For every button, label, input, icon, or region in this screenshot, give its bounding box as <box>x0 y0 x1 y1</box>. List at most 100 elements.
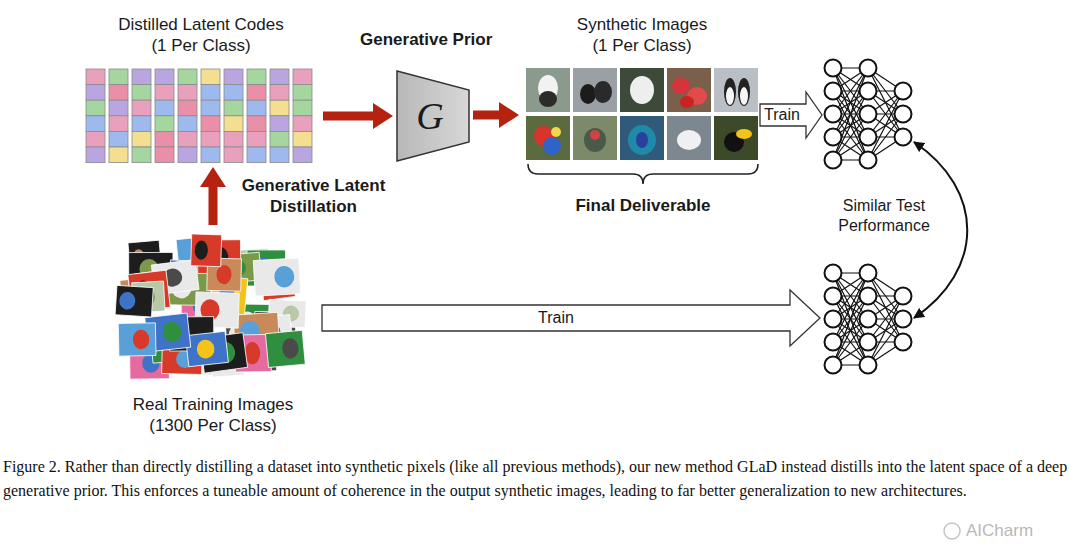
latent-cell <box>224 116 243 132</box>
flow-arrow <box>323 103 393 129</box>
network-neuron <box>895 311 912 328</box>
latent-cell <box>109 85 128 101</box>
generator-shape <box>397 71 469 161</box>
image-subject <box>551 127 561 137</box>
real-image <box>253 258 300 296</box>
hollow-train-arrow <box>322 290 820 346</box>
latent-cell <box>293 147 312 163</box>
node-heading: Real Training Images (1300 Per Class) <box>126 394 301 436</box>
network-neuron <box>825 357 842 374</box>
latent-cell <box>132 100 151 116</box>
image-background <box>118 323 156 356</box>
network-neuron <box>860 106 877 123</box>
image-subject <box>628 125 656 155</box>
image-subject <box>543 137 561 155</box>
latent-cell <box>247 116 266 132</box>
real-image <box>265 330 305 367</box>
section-title: Generative Prior <box>360 29 510 50</box>
image-subject <box>584 128 606 152</box>
latent-cell <box>201 85 220 101</box>
image-subject <box>736 129 752 139</box>
flow-arrow <box>473 102 519 128</box>
image-subject <box>738 78 750 106</box>
network-neuron <box>895 106 912 123</box>
synthetic-image <box>667 116 711 160</box>
network-neuron <box>825 129 842 146</box>
synthetic-image <box>620 116 664 160</box>
image-subject <box>740 87 748 105</box>
node-heading: Distilled Latent Codes (1 Per Class) <box>114 14 289 56</box>
network-neuron <box>895 288 912 305</box>
latent-cell <box>155 131 174 147</box>
image-group-node: Distilled Latent Codes (1 Per Class) <box>82 14 320 164</box>
latent-cell <box>155 116 174 132</box>
watermark-icon <box>944 523 960 539</box>
latent-cell <box>293 100 312 116</box>
hollow-train-arrow <box>760 92 822 138</box>
network-neuron <box>825 152 842 169</box>
latent-cell <box>270 131 289 147</box>
network-neuron <box>825 311 842 328</box>
network-connection <box>833 91 868 160</box>
watermark: AICharm <box>966 520 1066 541</box>
image-background <box>573 116 617 160</box>
latent-cell <box>224 85 243 101</box>
node-heading: Synthetic Images (1 Per Class) <box>572 14 712 56</box>
synthetic-image <box>667 68 711 112</box>
image-subject <box>274 265 295 287</box>
latent-cell <box>247 147 266 163</box>
latent-cell <box>155 69 174 85</box>
neural-network <box>825 265 912 374</box>
curly-brace <box>528 164 758 184</box>
latent-cell <box>109 116 128 132</box>
image-subject <box>680 96 694 108</box>
image-background <box>714 68 758 112</box>
image-subject <box>281 338 299 360</box>
image-background <box>253 258 300 296</box>
real-image <box>191 234 222 267</box>
latent-cell <box>293 85 312 101</box>
network-connection <box>833 296 868 365</box>
latent-cell <box>178 147 197 163</box>
latent-cell <box>86 100 105 116</box>
image-background <box>620 68 664 112</box>
image-background <box>667 116 711 160</box>
network-neuron <box>860 129 877 146</box>
latent-cell <box>201 131 220 147</box>
network-neuron <box>825 288 842 305</box>
image-background <box>714 116 758 160</box>
latent-cell <box>155 147 174 163</box>
latent-cell <box>132 131 151 147</box>
generator-symbol: G <box>416 96 443 136</box>
image-subject <box>162 321 183 344</box>
latent-cell <box>178 69 197 85</box>
latent-cell <box>270 147 289 163</box>
synthetic-image <box>714 116 758 160</box>
latent-cell <box>132 85 151 101</box>
latent-cell <box>224 69 243 85</box>
network-neuron <box>825 60 842 77</box>
latent-cell <box>201 69 220 85</box>
image-subject <box>119 291 136 310</box>
image-background <box>526 116 570 160</box>
latent-cell <box>270 100 289 116</box>
latent-cell <box>132 69 151 85</box>
synthetic-image <box>573 68 617 112</box>
latent-cell <box>132 116 151 132</box>
latent-cell <box>86 85 105 101</box>
latent-cell <box>270 85 289 101</box>
image-subject <box>539 91 557 107</box>
latent-cell <box>109 69 128 85</box>
image-subject <box>196 339 216 360</box>
comparison-label: Similar Test Performance <box>824 196 944 236</box>
latent-cell <box>178 131 197 147</box>
image-background <box>667 68 711 112</box>
synthetic-image <box>573 116 617 160</box>
image-subject <box>194 240 208 260</box>
edge-label: Generative Latent Distillation <box>231 175 396 217</box>
latent-cell <box>155 85 174 101</box>
image-subject <box>677 130 701 150</box>
latent-cell <box>109 131 128 147</box>
network-neuron <box>860 83 877 100</box>
image-background <box>526 68 570 112</box>
